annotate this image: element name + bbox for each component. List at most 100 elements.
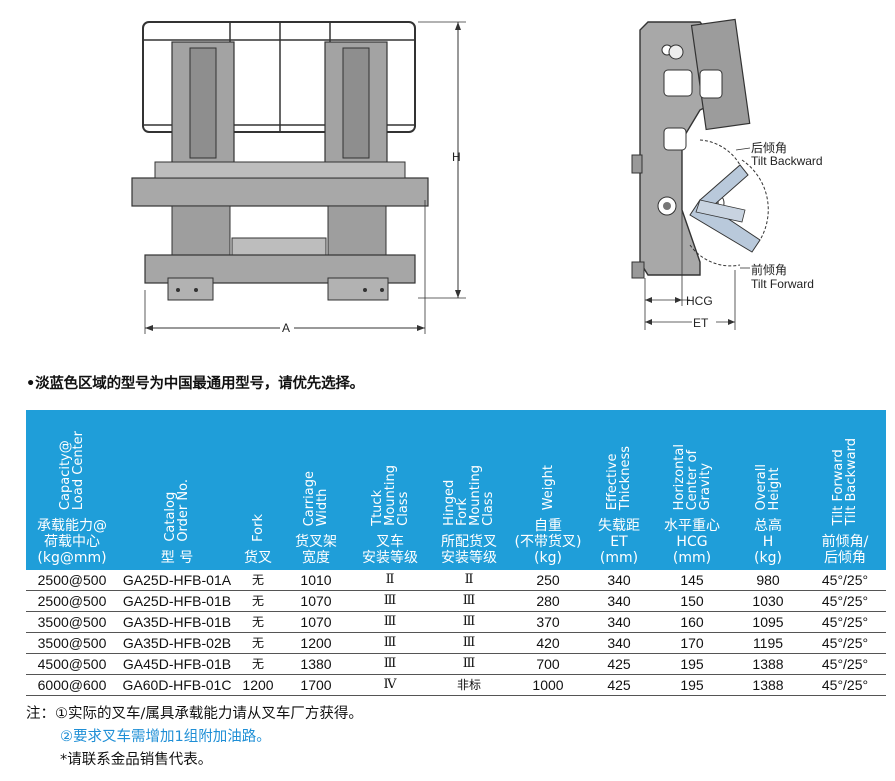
column-header-cn: 自重 (不带货叉) (kg): [514, 518, 582, 566]
table-cell: GA25D-HFB-01A: [118, 570, 236, 591]
column-header-en: Weight: [540, 464, 556, 510]
table-cell: 1388: [732, 653, 804, 675]
table-cell: Ⅳ: [352, 674, 428, 696]
column-header-en: Effective Thickness: [605, 445, 633, 510]
table-cell: 无: [236, 590, 280, 612]
column-header-1: Catalog Order No. 型 号: [118, 410, 236, 570]
table-cell: 340: [586, 611, 652, 633]
table-cell: Ⅱ: [352, 570, 428, 591]
column-header-en: Hinged Fork Mounting Class: [442, 465, 496, 526]
table-cell: Ⅲ: [428, 632, 510, 654]
table-cell: 1000: [510, 674, 586, 696]
column-header-cn: 型 号: [160, 550, 194, 566]
column-header-cn: 承载能力@ 荷载中心 (kg@mm): [37, 518, 107, 566]
table-cell: Ⅱ: [428, 570, 510, 591]
table-cell: Ⅲ: [352, 611, 428, 633]
footnotes: 注：①实际的叉车/属具承载能力请从叉车厂方获得。 ②要求叉车需增加1组附加油路。…: [26, 703, 363, 772]
table-cell: 无: [236, 570, 280, 591]
table-cell: 1095: [732, 611, 804, 633]
table-cell: 340: [586, 590, 652, 612]
table-cell: 150: [652, 590, 732, 612]
footnote-2: ②要求叉车需增加1组附加油路。: [60, 729, 271, 745]
table-cell: 170: [652, 632, 732, 654]
table-cell: 425: [586, 674, 652, 696]
table-cell: Ⅲ: [428, 611, 510, 633]
tilt-forward-en-label: Tilt Forward: [751, 277, 814, 291]
footnote-3: *请联系金品销售代表。: [60, 752, 213, 768]
table-cell: 1070: [280, 590, 352, 612]
hcg-dimension-label: HCG: [686, 294, 713, 308]
column-header-cn: 叉车 安装等级: [362, 534, 418, 566]
column-header-cn: 前倾角/ 后倾角: [821, 534, 869, 566]
column-header-8: Horizontal Center of Gravity 水平重心 HCG (mm…: [652, 410, 732, 570]
table-cell: 3500@500: [26, 632, 118, 654]
table-cell: 1700: [280, 674, 352, 696]
tilt-backward-cn-label: 后倾角: [751, 141, 787, 155]
table-cell: 4500@500: [26, 653, 118, 675]
table-cell: 145: [652, 570, 732, 591]
table-cell: 2500@500: [26, 570, 118, 591]
height-dimension-label: H: [452, 150, 461, 164]
column-header-en: Capacity@ Load Center: [58, 430, 86, 510]
table-cell: Ⅲ: [352, 590, 428, 612]
table-cell: 45°/25°: [804, 653, 886, 675]
technical-drawings: H A: [0, 0, 895, 345]
column-header-en: Fork: [250, 514, 266, 542]
column-header-cn: 水平重心 HCG (mm): [664, 518, 720, 566]
column-header-en: Catalog Order No.: [163, 479, 191, 542]
column-header-4: Ttuck Mounting Class 叉车 安装等级: [352, 410, 428, 570]
table-cell: 1200: [280, 632, 352, 654]
column-header-en: Horizontal Center of Gravity: [671, 443, 713, 510]
table-cell: 45°/25°: [804, 611, 886, 633]
table-cell: 无: [236, 632, 280, 654]
column-header-en: Overall Height: [754, 463, 782, 510]
table-cell: 无: [236, 611, 280, 633]
table-cell: 45°/25°: [804, 590, 886, 612]
front-view-drawing: H A: [131, 21, 466, 335]
table-cell: 无: [236, 653, 280, 675]
table-cell: 280: [510, 590, 586, 612]
table-cell: 420: [510, 632, 586, 654]
column-header-cn: 货叉: [244, 550, 272, 566]
table-cell: GA35D-HFB-01B: [118, 611, 236, 633]
column-header-en: Tilt Forward Tilt Backward: [831, 438, 859, 526]
table-cell: 45°/25°: [804, 632, 886, 654]
table-cell: 980: [732, 570, 804, 591]
table-cell: 1010: [280, 570, 352, 591]
table-cell: 45°/25°: [804, 674, 886, 696]
column-header-6: Weight 自重 (不带货叉) (kg): [510, 410, 586, 570]
table-cell: 1195: [732, 632, 804, 654]
table-cell: 45°/25°: [804, 570, 886, 591]
footnote-1: 注：①实际的叉车/属具承载能力请从叉车厂方获得。: [26, 706, 363, 722]
table-cell: 250: [510, 570, 586, 591]
width-dimension-label: A: [282, 321, 290, 335]
table-cell: Ⅲ: [352, 632, 428, 654]
column-header-cn: 所配货叉 安装等级: [441, 534, 497, 566]
table-cell: GA45D-HFB-01B: [118, 653, 236, 675]
column-header-en: Ttuck Mounting Class: [369, 465, 411, 526]
tilt-backward-en-label: Tilt Backward: [751, 154, 823, 168]
table-cell: 3500@500: [26, 611, 118, 633]
table-cell: 195: [652, 674, 732, 696]
table-cell: 1388: [732, 674, 804, 696]
table-cell: Ⅲ: [352, 653, 428, 675]
table-cell: 340: [586, 570, 652, 591]
table-cell: 425: [586, 653, 652, 675]
tilt-forward-cn-label: 前倾角: [751, 262, 787, 277]
table-cell: 700: [510, 653, 586, 675]
column-header-cn: 货叉架 宽度: [295, 534, 337, 566]
table-cell: GA60D-HFB-01C: [118, 674, 236, 696]
table-cell: 非标: [428, 674, 510, 696]
preferred-model-note: •淡蓝色区域的型号为中国最通用型号，请优先选择。: [26, 376, 364, 392]
column-header-2: Fork 货叉: [236, 410, 280, 570]
table-cell: 1030: [732, 590, 804, 612]
table-cell: 2500@500: [26, 590, 118, 612]
